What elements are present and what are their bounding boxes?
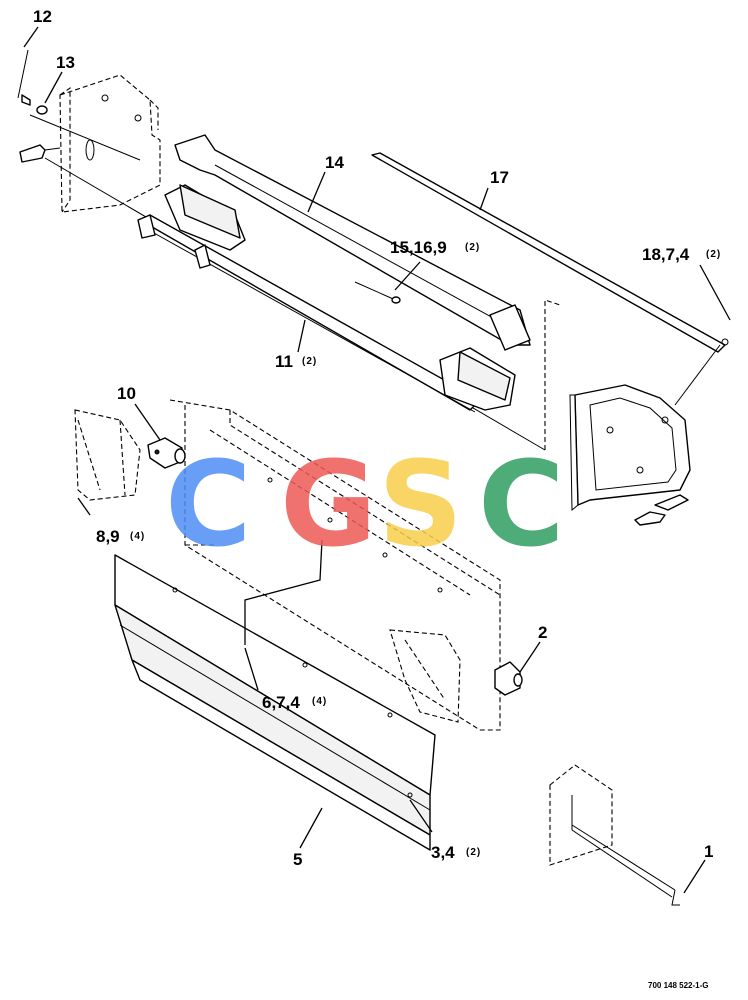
- leader-lines: [23, 26, 731, 894]
- callout-17: 17: [490, 168, 509, 187]
- svg-text:5: 5: [293, 850, 302, 869]
- svg-text:1: 1: [704, 842, 713, 861]
- svg-text:(2): (2): [706, 249, 721, 260]
- bolt-hardware: [354, 281, 401, 304]
- svg-text:(2): (2): [465, 242, 480, 253]
- callout-13: 13: [56, 53, 75, 72]
- callout-3-4: 3,4 (2): [431, 843, 481, 862]
- svg-text:6,7,4: 6,7,4: [262, 693, 300, 712]
- watermark-logo: C G S C: [165, 435, 565, 573]
- left-end-plate: [59, 74, 161, 213]
- watermark-letter-s: S: [378, 435, 463, 573]
- callout-14: 14: [325, 153, 344, 172]
- watermark-letter-g: G: [280, 435, 377, 573]
- right-bracket: [389, 629, 523, 723]
- svg-text:14: 14: [325, 153, 344, 172]
- watermark-letter-c2: C: [478, 435, 565, 573]
- watermark-letter-c1: C: [165, 435, 252, 573]
- callout-10: 10: [117, 384, 136, 403]
- svg-text:15,16,9: 15,16,9: [390, 238, 447, 257]
- svg-text:(4): (4): [130, 531, 145, 542]
- svg-text:3,4: 3,4: [431, 843, 455, 862]
- svg-text:(4): (4): [312, 696, 327, 707]
- svg-text:18,7,4: 18,7,4: [642, 245, 690, 264]
- svg-text:13: 13: [56, 53, 75, 72]
- right-end-plate: [544, 299, 721, 526]
- lower-bar: [137, 184, 516, 413]
- callout-6-7-4: 6,7,4 (4): [262, 693, 327, 712]
- svg-text:17: 17: [490, 168, 509, 187]
- rod-bracket: [549, 764, 680, 906]
- callout-12: 12: [33, 7, 52, 26]
- svg-text:(2): (2): [302, 356, 317, 367]
- front-panel: [114, 554, 436, 851]
- left-bracket: [74, 409, 141, 501]
- callout-11: 11 (2): [275, 352, 317, 371]
- callout-15-16-9: 15,16,9 (2): [390, 238, 480, 257]
- svg-text:12: 12: [33, 7, 52, 26]
- callout-1: 1: [704, 842, 713, 861]
- svg-text:11: 11: [275, 352, 293, 371]
- block-10: [147, 437, 186, 469]
- svg-text:8,9: 8,9: [96, 527, 120, 546]
- callout-18-7-4: 18,7,4 (2): [642, 245, 721, 264]
- callout-2: 2: [538, 623, 547, 642]
- svg-text:(2): (2): [466, 847, 481, 858]
- drawing-code: 700 148 522-1-G: [648, 981, 709, 990]
- svg-text:2: 2: [538, 623, 547, 642]
- upper-beam: [174, 134, 531, 351]
- thin-rod: [371, 152, 729, 353]
- callout-8-9: 8,9 (4): [96, 527, 145, 546]
- svg-text:10: 10: [117, 384, 136, 403]
- callout-5: 5: [293, 850, 302, 869]
